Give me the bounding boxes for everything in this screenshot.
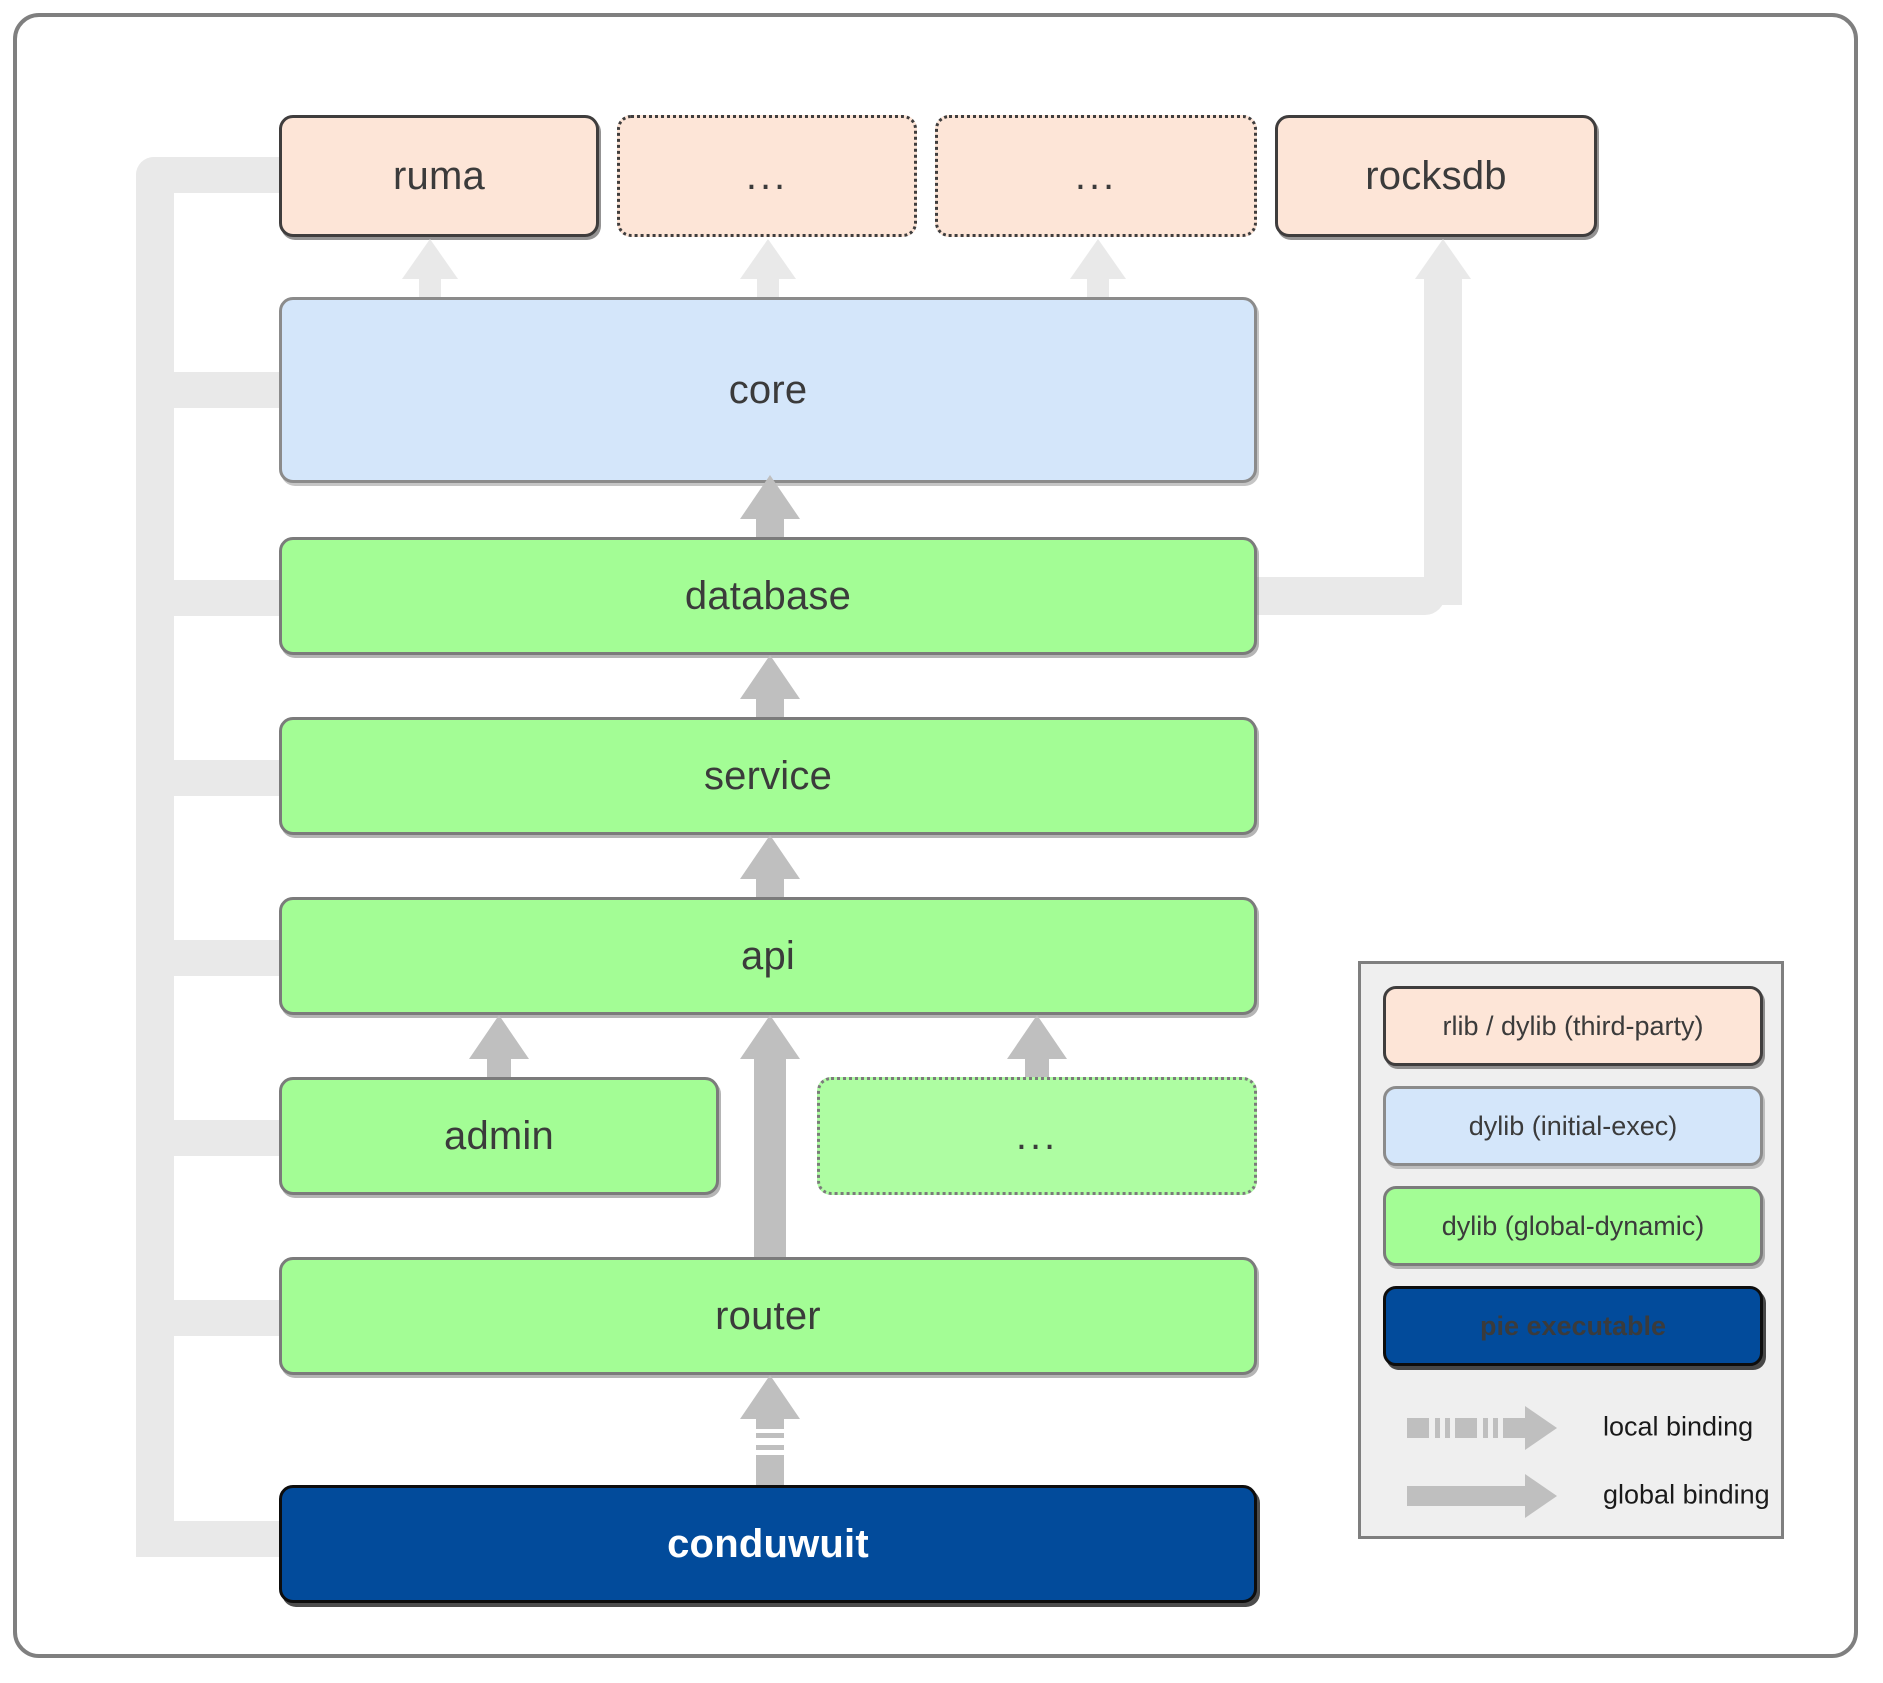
legend-label-global-binding: global binding: [1603, 1479, 1770, 1510]
legend-panel: rlib / dylib (third-party) dylib (initia…: [1358, 961, 1784, 1539]
edge-admin-api-arrowhead: [469, 1015, 529, 1059]
node-top-ellipsis-2[interactable]: ...: [935, 115, 1257, 237]
edge-database-rocksdb-arrowhead: [1415, 239, 1471, 279]
node-rocksdb[interactable]: rocksdb: [1275, 115, 1597, 237]
edge-conduwuit-router-shaft-upper: [756, 1417, 784, 1429]
node-conduwuit-label: conduwuit: [667, 1521, 869, 1566]
node-database-label: database: [684, 573, 852, 618]
node-admin-label: admin: [444, 1113, 554, 1158]
legend-swatch-pie: pie executable: [1383, 1286, 1763, 1366]
node-ruma-label: ruma: [393, 153, 485, 198]
edge-core-ellipsis2-arrowhead: [1070, 239, 1126, 279]
edge-core-ellipsis2-shaft: [1087, 277, 1109, 301]
edge-database-rocksdb-vertical: [1424, 275, 1462, 605]
edge-router-api-shaft: [754, 1057, 786, 1257]
legend-swatch-third-party: rlib / dylib (third-party): [1383, 986, 1763, 1066]
legend-swatch-global-dynamic: dylib (global-dynamic): [1383, 1186, 1763, 1266]
edge-core-ellipsis1-shaft: [757, 277, 779, 301]
edge-core-ellipsis1-arrowhead: [740, 239, 796, 279]
node-core[interactable]: core: [279, 297, 1257, 483]
bus-stub-admin: [136, 1120, 282, 1156]
global-binding-arrow-icon: [1389, 1464, 1589, 1526]
node-mid-ellipsis[interactable]: ...: [817, 1077, 1257, 1195]
edge-conduwuit-router-arrowhead: [740, 1375, 800, 1419]
edge-api-service-arrowhead: [740, 835, 800, 879]
diagram-frame: ruma ... ... rocksdb core data: [13, 13, 1858, 1658]
edge-conduwuit-router-shaft-lower: [756, 1455, 784, 1485]
legend-row-local-binding: local binding: [1379, 1396, 1771, 1458]
node-core-label: core: [728, 367, 808, 412]
node-service[interactable]: service: [279, 717, 1257, 835]
bus-stub-service: [136, 760, 282, 796]
node-database[interactable]: database: [279, 537, 1257, 655]
edge-service-database-arrowhead: [740, 655, 800, 699]
legend-label-pie: pie executable: [1479, 1310, 1667, 1341]
legend-label-third-party: rlib / dylib (third-party): [1442, 1010, 1704, 1041]
bus-stub-router: [136, 1300, 282, 1336]
bus-stub-api: [136, 940, 282, 976]
legend-row-global-binding: global binding: [1379, 1464, 1771, 1526]
edge-router-api-arrowhead: [740, 1015, 800, 1059]
node-api[interactable]: api: [279, 897, 1257, 1015]
node-conduwuit[interactable]: conduwuit: [279, 1485, 1257, 1603]
node-service-label: service: [703, 753, 833, 798]
node-top-ellipsis-1[interactable]: ...: [617, 115, 917, 237]
bus-stub-conduwuit: [136, 1521, 282, 1557]
legend-label-local-binding: local binding: [1603, 1411, 1754, 1442]
node-ruma[interactable]: ruma: [279, 115, 599, 237]
bus-trunk-vertical: [136, 157, 174, 1557]
legend-label-initial-exec: dylib (initial-exec): [1468, 1110, 1678, 1141]
edge-database-core-arrowhead: [740, 475, 800, 519]
edge-ellipsis-api-arrowhead: [1007, 1015, 1067, 1059]
node-top-ellipsis-2-label: ...: [1074, 154, 1118, 198]
legend-swatch-initial-exec: dylib (initial-exec): [1383, 1086, 1763, 1166]
edge-conduwuit-router-dash-1: [756, 1445, 784, 1450]
edge-core-ruma-shaft: [419, 277, 441, 301]
node-rocksdb-label: rocksdb: [1365, 153, 1507, 198]
local-binding-arrow-icon: [1389, 1396, 1589, 1458]
edge-conduwuit-router-dash-2: [756, 1433, 784, 1438]
node-router[interactable]: router: [279, 1257, 1257, 1375]
node-admin[interactable]: admin: [279, 1077, 719, 1195]
node-mid-ellipsis-label: ...: [1015, 1114, 1059, 1158]
bus-stub-database: [136, 580, 282, 616]
node-router-label: router: [715, 1293, 821, 1338]
node-api-label: api: [741, 933, 795, 978]
edge-core-ruma-arrowhead: [402, 239, 458, 279]
node-top-ellipsis-1-label: ...: [745, 154, 789, 198]
legend-label-global-dynamic: dylib (global-dynamic): [1441, 1210, 1705, 1241]
edge-database-rocksdb-horizontal: [1255, 577, 1445, 615]
